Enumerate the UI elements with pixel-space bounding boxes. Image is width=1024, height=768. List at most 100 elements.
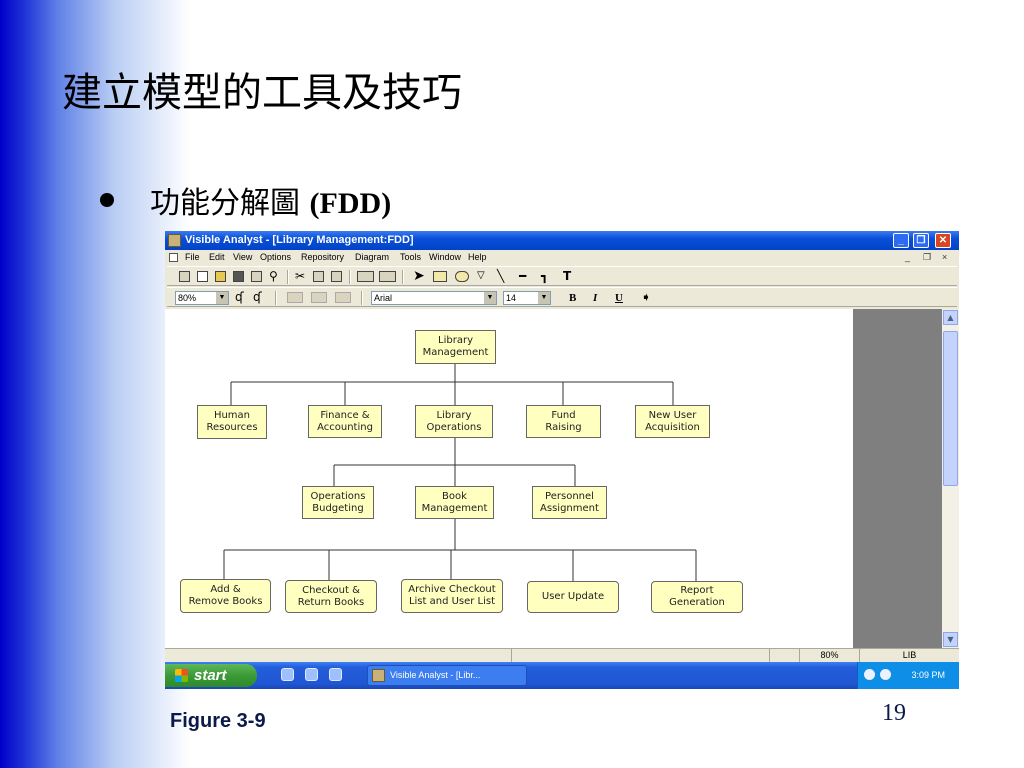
fdd-box-human-resources[interactable]: Human Resources [197,405,267,439]
taskbar-clock[interactable]: 3:09 PM [911,670,945,680]
taskbar-item-visible-analyst[interactable]: Visible Analyst - [Libr... [367,665,527,686]
rectangle-tool-icon[interactable] [433,271,447,282]
menu-repository[interactable]: Repository [301,252,345,262]
copy-icon[interactable] [313,271,324,282]
bold-button[interactable]: B [569,292,577,304]
chevron-down-icon[interactable]: ▼ [216,292,228,304]
pointer-tool-icon[interactable]: ➤ [413,268,425,284]
menu-file[interactable]: File [185,252,200,262]
menu-edit[interactable]: Edit [209,252,225,262]
print-icon[interactable] [251,271,262,282]
fdd-box-archive-checkout-list[interactable]: Archive Checkout List and User List [401,579,503,613]
status-zoom: 80% [799,649,859,662]
status-cell-blank [769,649,799,662]
fdd-box-add-remove-books[interactable]: Add & Remove Books [180,579,271,613]
elbow-line-tool-icon[interactable]: ┓ [541,269,549,283]
new-repository-icon[interactable] [179,271,190,282]
toolbar-separator [402,270,404,284]
menu-diagram[interactable]: Diagram [355,252,390,262]
connect-objects-icon[interactable] [357,271,374,282]
italic-button[interactable]: I [593,292,598,304]
windows-logo-icon [175,669,188,682]
new-file-icon[interactable] [197,271,208,282]
fdd-box-operations-budgeting[interactable]: Operations Budgeting [302,486,374,519]
scroll-up-icon[interactable]: ▲ [943,310,958,325]
menu-window[interactable]: Window [429,252,462,262]
fdd-box-library-management[interactable]: Library Management [415,330,496,364]
chevron-down-icon[interactable]: ▼ [538,292,550,304]
zoom-select[interactable]: 80%▼ [175,291,229,305]
fdd-box-report-generation[interactable]: Report Generation [651,581,743,613]
minimize-button[interactable]: _ [893,233,909,248]
link-objects-icon[interactable] [379,271,396,282]
status-mode: LIB [859,649,959,662]
scrollbar-thumb[interactable] [943,331,958,486]
fdd-box-library-operations[interactable]: Library Operations [415,405,493,438]
taskbar-item-label: Visible Analyst - [Libr... [390,670,481,680]
font-select[interactable]: Arial▼ [371,291,497,305]
page-number: 19 [882,700,906,726]
font-size-select-value: 14 [506,293,517,303]
fdd-box-fund-raising[interactable]: Fund Raising [526,405,601,438]
restore-button[interactable]: ❐ [913,233,929,248]
save-icon[interactable] [233,271,244,282]
diagram-canvas[interactable]: Library Management Human Resources Finan… [165,309,853,648]
underline-button[interactable]: U [615,292,623,304]
align-left-icon[interactable] [287,292,303,303]
mdi-restore-button[interactable]: ❐ [923,252,932,262]
line-tool-icon[interactable]: ╲ [497,269,505,283]
mdi-close-button[interactable]: × [942,252,948,262]
fdd-box-book-management[interactable]: Book Management [415,486,494,519]
menu-options[interactable]: Options [260,252,292,262]
cut-icon[interactable]: ✂ [295,269,306,283]
bullet-text-cn: 功能分解圖 [150,186,310,221]
text-tool-icon[interactable]: T [563,269,572,283]
visible-analyst-window: Visible Analyst - [Library Management:FD… [165,231,959,689]
zoom-out-icon[interactable]: ʠ [253,290,262,304]
figure-caption: Figure 3-9 [170,710,266,732]
slide-title: 建立模型的工具及技巧 [62,70,462,116]
menu-tools[interactable]: Tools [400,252,422,262]
shape-tool-icon[interactable]: ▽ [477,270,485,281]
toolbar-separator [349,270,351,284]
mdi-minimize-button[interactable]: _ [905,252,911,262]
document-icon[interactable] [169,253,178,262]
fdd-box-user-update[interactable]: User Update [527,581,619,613]
format-toolbar: 80%▼ ʠ ʠ Arial▼ 14 ▼ B I U ➧ [167,287,957,307]
tray-expand-icon[interactable] [864,669,875,680]
vertical-scrollbar[interactable]: ▲ ▼ [942,309,959,648]
windows-taskbar: start Visible Analyst - [Libr... 3:09 PM [165,662,959,689]
menu-view[interactable]: View [233,252,253,262]
slide-gradient-bar [0,0,190,768]
find-icon[interactable]: ⚲ [269,269,278,283]
network-icon[interactable] [880,669,891,680]
fdd-box-finance-accounting[interactable]: Finance & Accounting [308,405,382,438]
open-folder-icon[interactable] [215,271,226,282]
start-label: start [194,667,227,684]
close-button[interactable]: ✕ [935,233,951,248]
start-button[interactable]: start [165,664,257,687]
rounded-box-tool-icon[interactable] [455,271,469,282]
standard-toolbar: ⚲ ✂ ➤ ▽ ╲ ━ ┓ T [167,266,957,286]
chevron-down-icon[interactable]: ▼ [484,292,496,304]
zoom-in-icon[interactable]: ʠ [235,290,244,304]
align-center-icon[interactable] [311,292,327,303]
align-right-icon[interactable] [335,292,351,303]
menu-help[interactable]: Help [468,252,487,262]
font-size-select[interactable]: 14 ▼ [503,291,551,305]
toolbar-separator [275,291,277,305]
fdd-box-new-user-acquisition[interactable]: New User Acquisition [635,405,710,438]
color-fill-icon[interactable]: ➧ [641,290,652,304]
fdd-box-checkout-return-books[interactable]: Checkout & Return Books [285,580,377,613]
app-icon[interactable] [168,234,181,247]
horizontal-line-tool-icon[interactable]: ━ [519,269,527,283]
quicklaunch-ie-icon[interactable] [305,668,318,681]
app-icon [372,669,385,682]
quicklaunch-media-icon[interactable] [281,668,294,681]
paste-icon[interactable] [331,271,342,282]
fdd-box-personnel-assignment[interactable]: Personnel Assignment [532,486,607,519]
quicklaunch-desktop-icon[interactable] [329,668,342,681]
menu-bar: File Edit View Options Repository Diagra… [165,250,959,265]
window-titlebar[interactable]: Visible Analyst - [Library Management:FD… [165,231,959,250]
scroll-down-icon[interactable]: ▼ [943,632,958,647]
